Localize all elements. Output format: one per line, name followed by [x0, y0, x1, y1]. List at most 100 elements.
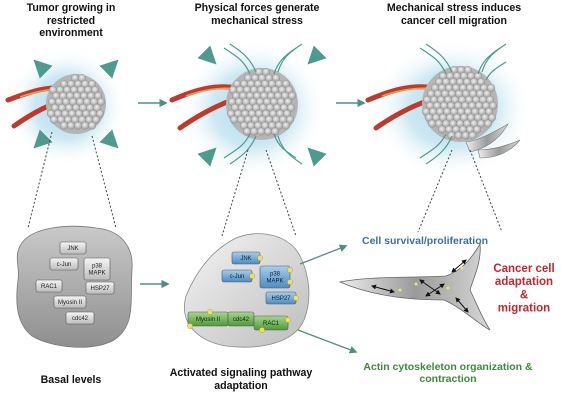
- protein-box-hsp27-label: HSP27: [90, 286, 110, 292]
- arrow-down-left: [33, 129, 53, 149]
- protein-box-c-jun: c-Jun: [221, 269, 253, 283]
- tumor-cell: [454, 131, 463, 140]
- adhesion-dots: [398, 266, 464, 292]
- protein-box-rac1-label: RAC1: [41, 284, 58, 290]
- tumor-cell: [73, 121, 82, 130]
- cell-body: [184, 233, 310, 348]
- contraction-arrows: [371, 259, 469, 313]
- actin-label: Actin cytoskeleton organization &contrac…: [363, 361, 533, 385]
- survival-label: Cell survival/proliferation: [362, 235, 488, 247]
- protein-box-jnk-label: JNK: [67, 246, 78, 252]
- protein-box-c-jun: c-Jun: [49, 257, 79, 271]
- tumor-cell: [468, 131, 477, 140]
- phospho-site: [287, 267, 293, 273]
- tumor-cell: [271, 127, 280, 136]
- tumor-cell-mass: [46, 73, 106, 134]
- arrow-up-left: [33, 59, 53, 79]
- protein-box-hsp27-label: HSP27: [271, 296, 291, 302]
- tumor-cell: [487, 83, 496, 92]
- tumor-cell: [484, 119, 493, 128]
- tumor-cell: [286, 115, 295, 124]
- arrow-up-right: [99, 59, 119, 79]
- phospho-site: [293, 295, 299, 301]
- tumor-cell: [288, 91, 297, 100]
- spindle-cell-body: [338, 242, 491, 331]
- phospho-site: [285, 317, 291, 323]
- tumor-cell: [80, 121, 89, 130]
- tumor-cell: [438, 125, 447, 134]
- protein-box-cdc42: cdc42: [65, 311, 95, 325]
- phospho-site: [259, 327, 265, 333]
- migrating-cell: [338, 242, 491, 331]
- tumor-cell: [249, 127, 258, 136]
- force-curves: [419, 43, 507, 165]
- compression-arrows: [197, 45, 327, 167]
- protein-box-jnk: JNK: [231, 251, 261, 265]
- panel-restricted: [5, 48, 126, 166]
- protein-box-jnk: JNK: [59, 241, 87, 255]
- phospho-site: [207, 309, 213, 315]
- tumor-cell: [428, 119, 437, 128]
- protein-box-cdc42: cdc42: [227, 311, 255, 327]
- tumor-cell: [96, 97, 105, 106]
- panel-migration: [365, 40, 532, 178]
- tumor-cell: [50, 115, 59, 124]
- protein-box-hsp27: HSP27: [265, 291, 297, 305]
- protein-box-c-jun-label: c-Jun: [230, 274, 245, 280]
- migrating-cells: [465, 123, 521, 159]
- phospho-site: [187, 323, 193, 329]
- phospho-site: [287, 279, 293, 285]
- arrow-to-survival: [299, 244, 348, 265]
- arrow-in-top-left: [197, 45, 217, 65]
- tumor-cell: [60, 121, 69, 130]
- phospho-site: [249, 273, 255, 279]
- protein-box-myosin-ii: Myosin II: [53, 295, 87, 309]
- tumor-cell: [91, 115, 100, 124]
- growth-arrows: [33, 59, 119, 149]
- protein-box-jnk-label: JNK: [240, 256, 251, 262]
- zoom-lines: [27, 131, 503, 237]
- force-curves: [223, 43, 303, 165]
- arrow-in-bottom-right: [307, 147, 327, 167]
- tumor-cell: [87, 121, 96, 130]
- tumor-cell: [95, 109, 104, 118]
- protein-box-hsp27: HSP27: [85, 281, 115, 295]
- tumor-cell: [257, 127, 266, 136]
- protein-box-myosin-ii: Myosin II: [187, 311, 229, 327]
- protein-box-myosin-ii-label: Myosin II: [58, 300, 82, 306]
- panel-forces: [169, 40, 327, 178]
- arrow-to-actin: [297, 329, 358, 354]
- cell-body: [16, 225, 133, 348]
- protein-box-cdc42-label: cdc42: [233, 317, 250, 323]
- arrow-down-right: [99, 129, 119, 149]
- tumor-cell: [229, 115, 238, 124]
- phospho-site: [257, 255, 263, 261]
- tumor-cell: [66, 121, 75, 130]
- tumor-cell: [488, 113, 497, 122]
- protein-box-rac1: RAC1: [35, 279, 63, 293]
- protein-box-myosin-ii-label: Myosin II: [196, 317, 220, 323]
- tumor-cell: [489, 101, 498, 110]
- basal-levels-label: Basal levels: [40, 374, 102, 386]
- protein-box-c-jun-label: c-Jun: [57, 262, 72, 268]
- arrow-in-top-right: [307, 45, 327, 65]
- tumor-cell-mass: [422, 65, 498, 142]
- protein-box-cdc42-label: cdc42: [72, 316, 89, 322]
- tumor-cell: [473, 125, 482, 134]
- tumor-cell: [287, 103, 296, 112]
- tumor-cell: [264, 127, 273, 136]
- protein-box-rac1-label: RAC1: [263, 321, 280, 327]
